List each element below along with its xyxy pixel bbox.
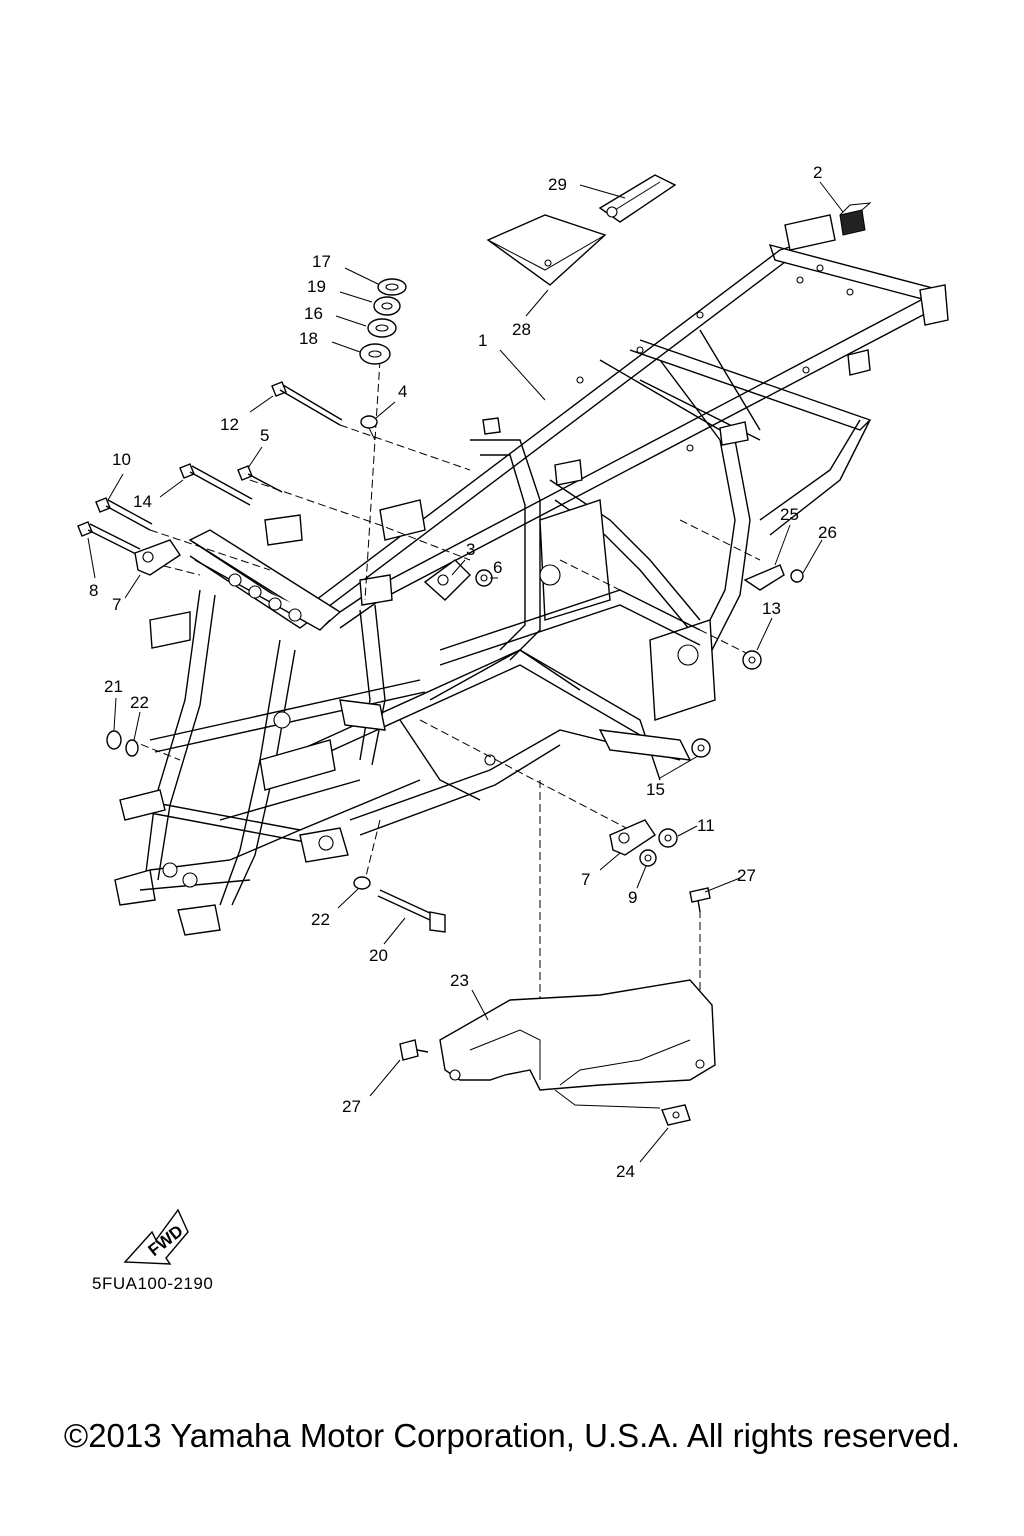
callout-2: 2 <box>813 163 822 182</box>
callout-7: 7 <box>112 595 121 614</box>
callout-29: 29 <box>548 175 567 194</box>
callout-11: 11 <box>697 816 715 835</box>
part-20-bolt <box>377 889 446 933</box>
callout-8: 8 <box>89 581 98 600</box>
callout-6: 6 <box>493 558 502 577</box>
callout-26: 26 <box>818 523 837 542</box>
callout-7b: 7 <box>581 870 590 889</box>
main-frame <box>114 214 949 936</box>
callout-23: 23 <box>450 971 469 990</box>
callout-labels: 29 2 28 17 19 16 18 1 4 12 5 10 14 8 7 3… <box>89 163 837 1181</box>
callout-13: 13 <box>762 599 781 618</box>
part-23-guard <box>439 979 716 1109</box>
callout-28: 28 <box>512 320 531 339</box>
callout-14: 14 <box>133 492 152 511</box>
callout-21: 21 <box>104 677 123 696</box>
callout-3: 3 <box>466 540 475 559</box>
callout-22b: 22 <box>311 910 330 929</box>
parts-16-19-collars <box>359 278 407 365</box>
callout-27: 27 <box>737 866 756 885</box>
callout-10: 10 <box>112 450 131 469</box>
callout-22: 22 <box>130 693 149 712</box>
callout-16: 16 <box>304 304 323 323</box>
washers <box>106 730 371 890</box>
callout-19: 19 <box>307 277 326 296</box>
fwd-arrow: FWD <box>123 1208 189 1265</box>
copyright-notice: ©2013 Yamaha Motor Corporation, U.S.A. A… <box>63 1417 961 1454</box>
part-2-cap <box>839 202 872 236</box>
callout-25: 25 <box>780 505 799 524</box>
callout-18: 18 <box>299 329 318 348</box>
part-29-bracket <box>598 174 677 223</box>
leader-lines <box>87 181 844 1163</box>
callout-9: 9 <box>628 888 637 907</box>
callout-17: 17 <box>312 252 331 271</box>
part-28-tool-pouch <box>486 214 607 286</box>
nuts <box>475 569 762 867</box>
diagram-code: 5FUA100-2190 <box>92 1274 214 1293</box>
part-24-clip <box>661 1104 691 1126</box>
callout-12: 12 <box>220 415 239 434</box>
alignment-lines <box>129 359 761 1060</box>
long-bolts <box>77 381 343 556</box>
callout-5: 5 <box>260 426 269 445</box>
callout-20: 20 <box>369 946 388 965</box>
frame-exploded-diagram: 29 2 28 17 19 16 18 1 4 12 5 10 14 8 7 3… <box>77 163 949 1265</box>
part-7-plates <box>134 539 656 856</box>
part-4-bolt <box>360 415 378 441</box>
callout-24: 24 <box>616 1162 635 1181</box>
callout-4: 4 <box>398 382 407 401</box>
callout-15: 15 <box>646 780 665 799</box>
parts-25-26 <box>743 564 804 591</box>
part-3-plate <box>423 559 471 601</box>
callout-27b: 27 <box>342 1097 361 1116</box>
callout-1: 1 <box>478 331 487 350</box>
